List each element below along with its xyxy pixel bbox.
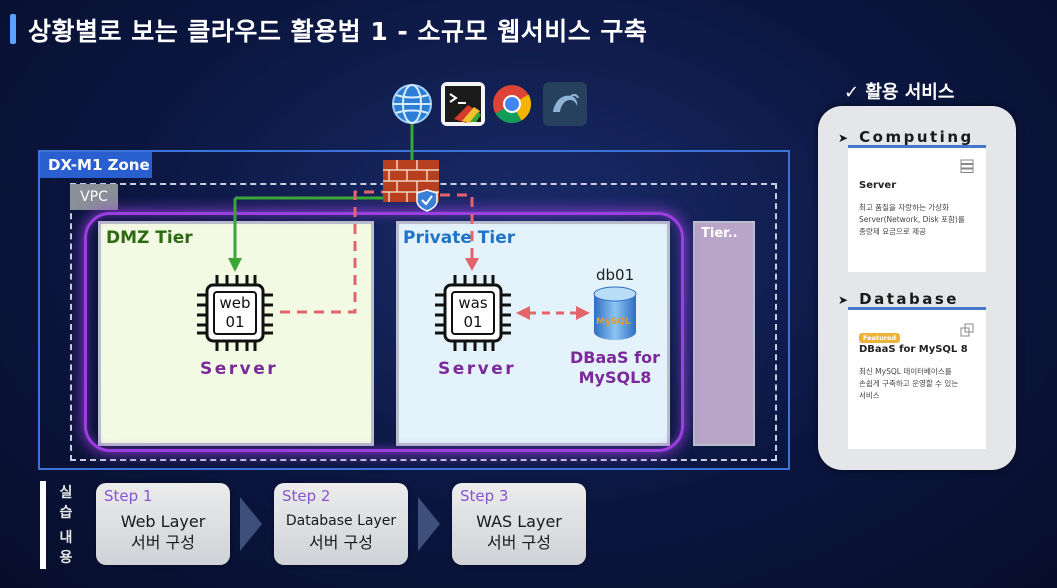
chevron-right-icon: ➤ bbox=[838, 131, 849, 145]
featured-badge-text: Featured bbox=[859, 333, 900, 343]
computing-heading-row: ➤ Computing bbox=[838, 127, 1008, 146]
was-arrow-head bbox=[465, 258, 479, 271]
database-name: db01 bbox=[596, 266, 635, 284]
dbaas-label: DBaaS for MySQL8 bbox=[560, 348, 670, 388]
computing-card-title: Server bbox=[859, 180, 897, 191]
step-arrow-icon bbox=[418, 497, 440, 551]
web-server-name-line1: web bbox=[219, 294, 251, 312]
database-desc-line: 최신 MySQL 데이터베이스를 bbox=[859, 367, 952, 376]
internet-arrow-head bbox=[228, 258, 242, 272]
practice-label-char: 용 bbox=[59, 550, 73, 566]
firewall-to-was-dashed bbox=[440, 193, 474, 262]
step-3-line2: 서버 구성 bbox=[487, 533, 551, 552]
step-1-text: Web Layer 서버 구성 bbox=[96, 511, 230, 553]
database-card-title: DBaaS for MySQL 8 bbox=[859, 344, 968, 355]
practice-label-char: 습 bbox=[59, 505, 73, 521]
other-tier-label: Tier.. bbox=[701, 226, 738, 241]
dmz-tier-label: DMZ Tier bbox=[106, 228, 193, 248]
was-db-arrow-right bbox=[576, 306, 590, 320]
step-1-line2: 서버 구성 bbox=[131, 533, 195, 552]
terminal-icon bbox=[441, 82, 485, 126]
zone-label: DX-M1 Zone bbox=[40, 152, 152, 178]
step-1-number: Step 1 bbox=[104, 487, 153, 505]
practice-accent-bar bbox=[40, 481, 46, 569]
title-accent-bar bbox=[10, 14, 16, 44]
was-server-name-line1: was bbox=[458, 294, 488, 312]
was-server-label: Server bbox=[438, 359, 517, 379]
featured-badge: Featured bbox=[859, 325, 900, 344]
subnet-group-outline bbox=[84, 212, 684, 452]
step-2-number: Step 2 bbox=[282, 487, 331, 505]
firewall-icon bbox=[383, 160, 441, 212]
dbaas-label-line1: DBaaS for bbox=[569, 348, 660, 367]
database-desc-line: 손쉽게 구축하고 운영할 수 있는 bbox=[859, 379, 959, 388]
database-card-desc: 최신 MySQL 데이터베이스를 손쉽게 구축하고 운영할 수 있는 서비스 bbox=[859, 366, 983, 402]
computing-card-desc: 최고 품질을 자랑하는 가상화 Server(Network, Disk 포함)… bbox=[859, 202, 983, 238]
step-3-line1: WAS Layer bbox=[476, 512, 562, 531]
step-2-line2: 서버 구성 bbox=[309, 533, 373, 552]
step-2-box[interactable]: Step 2 Database Layer 서버 구성 bbox=[274, 483, 408, 565]
database-card[interactable]: Featured DBaaS for MySQL 8 최신 MySQL 데이터베… bbox=[848, 307, 986, 449]
practice-label-char: 내 bbox=[59, 530, 73, 546]
zone-boundary bbox=[38, 150, 790, 470]
chrome-icon bbox=[490, 82, 534, 126]
computing-desc-line: 종량제 요금으로 제공 bbox=[859, 227, 926, 236]
step-arrow-icon bbox=[240, 497, 262, 551]
computing-heading: Computing bbox=[859, 128, 974, 146]
was-db-arrow-left bbox=[516, 306, 530, 320]
step-1-line1: Web Layer bbox=[120, 512, 206, 531]
dbaas-label-line2: MySQL8 bbox=[578, 368, 652, 387]
computing-desc-line: 최고 품질을 자랑하는 가상화 bbox=[859, 203, 949, 212]
globe-icon bbox=[390, 82, 434, 126]
other-tier bbox=[693, 221, 755, 446]
services-title: ✓ 활용 서비스 bbox=[844, 82, 955, 103]
page-title: 상황별로 보는 클라우드 활용법 1 - 소규모 웹서비스 구축 bbox=[28, 17, 648, 46]
computing-card[interactable]: Server 최고 품질을 자랑하는 가상화 Server(Network, D… bbox=[848, 145, 986, 272]
was-server-name-line2: 01 bbox=[463, 313, 483, 331]
was-server-chip-icon bbox=[433, 273, 513, 357]
mysql-workbench-icon bbox=[543, 82, 587, 126]
step-3-number: Step 3 bbox=[460, 487, 509, 505]
database-cylinder-icon: MySQL bbox=[592, 286, 638, 342]
database-heading: Database bbox=[859, 290, 959, 308]
web-to-firewall-dashed bbox=[280, 190, 392, 314]
mysql-logo-text: MySQL bbox=[596, 317, 631, 327]
web-server-chip-icon bbox=[195, 273, 275, 357]
database-stack-icon bbox=[960, 322, 974, 341]
web-server-label: Server bbox=[200, 359, 279, 379]
web-server-name-line2: 01 bbox=[225, 313, 245, 331]
step-3-text: WAS Layer 서버 구성 bbox=[452, 511, 586, 553]
server-rack-icon bbox=[960, 158, 974, 177]
step-3-box[interactable]: Step 3 WAS Layer 서버 구성 bbox=[452, 483, 586, 565]
step-1-box[interactable]: Step 1 Web Layer 서버 구성 bbox=[96, 483, 230, 565]
database-heading-row: ➤ Database bbox=[838, 289, 1008, 308]
computing-desc-line: Server(Network, Disk 포함)를 bbox=[859, 215, 965, 224]
database-desc-line: 서비스 bbox=[859, 391, 880, 400]
private-tier-label: Private Tier bbox=[403, 228, 516, 248]
step-2-text: Database Layer 서버 구성 bbox=[274, 511, 408, 553]
step-2-line1: Database Layer bbox=[285, 513, 397, 529]
chevron-right-icon: ➤ bbox=[838, 293, 849, 307]
practice-label-char: 실 bbox=[59, 485, 73, 501]
vpc-label: VPC bbox=[70, 184, 118, 210]
